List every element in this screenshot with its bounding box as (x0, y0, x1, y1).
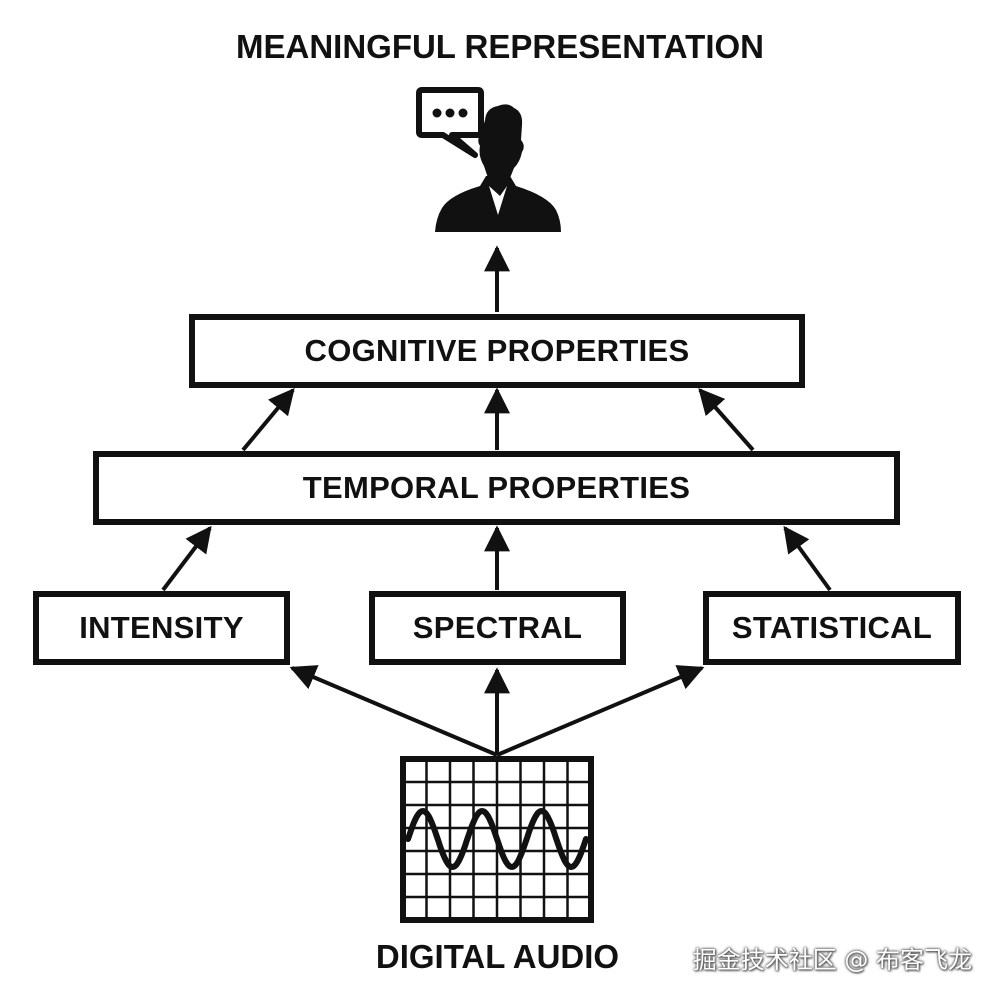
digital-audio-label: DIGITAL AUDIO (375, 938, 620, 975)
intensity-box: INTENSITY (33, 591, 290, 665)
person-with-speech-bubble-icon (416, 87, 561, 232)
diagram-title: MEANINGFUL REPRESENTATION (235, 28, 765, 65)
temporal-properties-box: TEMPORAL PROPERTIES (93, 451, 900, 525)
arrow-audio-to-statistical (496, 665, 705, 757)
intensity-label: INTENSITY (79, 610, 244, 645)
spectral-box: SPECTRAL (369, 591, 626, 665)
statistical-label: STATISTICAL (731, 610, 933, 645)
cognitive-properties-label: COGNITIVE PROPERTIES (304, 333, 690, 368)
arrow-statistical-to-temporal (783, 525, 832, 592)
arrow-audio-to-intensity (289, 665, 498, 757)
temporal-properties-label: TEMPORAL PROPERTIES (302, 470, 691, 505)
arrow-temporal-to-cognitive-right (698, 388, 755, 452)
arrow-intensity-to-temporal (161, 525, 212, 592)
watermark: 掘金技术社区 @ 布客飞龙 (692, 946, 972, 974)
spectral-label: SPECTRAL (412, 610, 583, 645)
oscilloscope-waveform-icon (400, 756, 594, 923)
cognitive-properties-box: COGNITIVE PROPERTIES (189, 314, 805, 388)
arrow-temporal-to-cognitive-left (241, 388, 295, 452)
statistical-box: STATISTICAL (703, 591, 961, 665)
